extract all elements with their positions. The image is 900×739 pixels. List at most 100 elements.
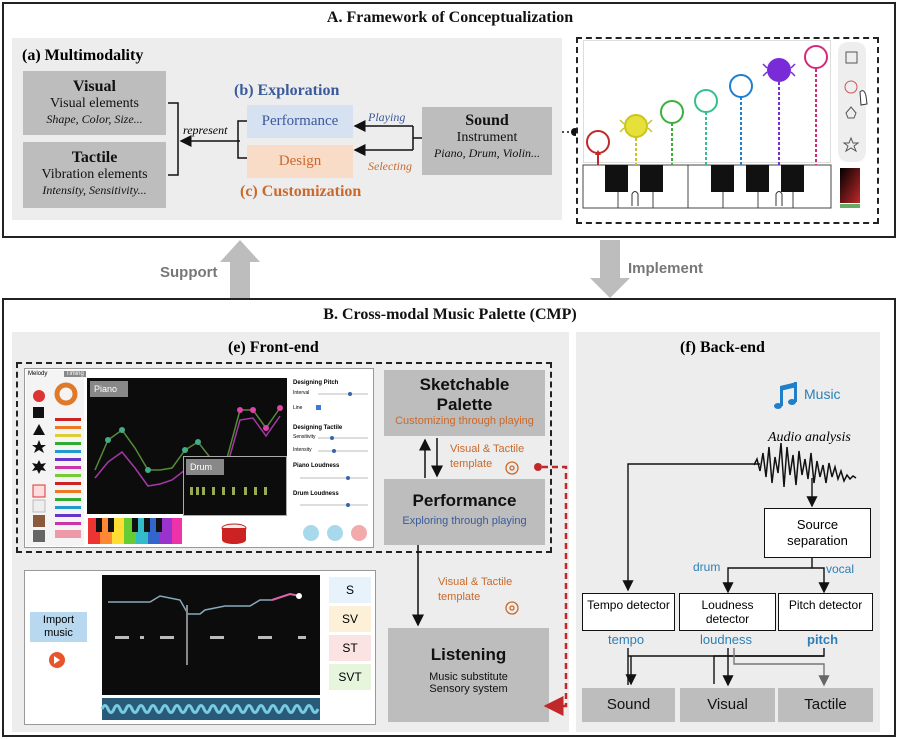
audio-waveform xyxy=(753,442,857,488)
tempo-label: tempo xyxy=(608,632,645,647)
implement-arrow xyxy=(590,240,630,298)
sound-subtitle: Instrument xyxy=(456,130,518,145)
line-label: Line xyxy=(293,405,303,411)
control-panel xyxy=(290,378,372,546)
balloon-yellow xyxy=(624,114,648,138)
template1-line2: template xyxy=(450,458,493,470)
visual-subtitle: Visual elements xyxy=(50,96,139,111)
listening-title: Listening xyxy=(430,645,507,664)
selecting-label: Selecting xyxy=(368,159,412,173)
performance-box: Performance xyxy=(247,105,353,138)
balloon-green xyxy=(660,100,684,124)
sound-box: Sound Instrument Piano, Drum, Violin... xyxy=(422,107,552,175)
cmp-title: B. Cross-modal Music Palette (CMP) xyxy=(323,306,577,323)
star-shape-icon xyxy=(32,440,46,453)
music-note-icon xyxy=(774,382,797,409)
intensity-slider xyxy=(332,449,336,453)
performance-box-cmp: Performance Exploring through playing xyxy=(384,479,545,545)
support-label: Support xyxy=(160,264,218,281)
sketchable-title: Sketchable Palette xyxy=(384,375,545,415)
square-shape-icon xyxy=(33,407,44,418)
sketchable-palette-box: Sketchable Palette Customizing through p… xyxy=(384,370,545,436)
multimodality-title: (a) Multimodality xyxy=(22,47,144,64)
listening-line1: Music substitute xyxy=(429,671,508,683)
loudness-label: loudness xyxy=(700,632,753,647)
color-wheel-icon xyxy=(54,382,78,406)
performance-title-cmp: Performance xyxy=(412,491,517,510)
sound-title: Sound xyxy=(465,112,509,129)
star-tool-icon xyxy=(842,136,860,153)
balloon-pink xyxy=(804,45,828,69)
designing-pitch-label: Designing Pitch xyxy=(293,380,339,386)
template2-line1: Visual & Tactile xyxy=(438,576,513,588)
piano-loudness-slider xyxy=(346,476,350,480)
tactile-box: Tactile Vibration elements Intensity, Se… xyxy=(23,142,166,208)
modality-bracket xyxy=(168,102,179,176)
circle-tool-icon xyxy=(844,80,858,94)
interval-slider xyxy=(348,392,352,396)
sensitivity-label: Sensitivity xyxy=(293,434,316,440)
loudness-detector-box: Loudness detector xyxy=(679,593,776,631)
sketchable-sub: Customizing through playing xyxy=(395,415,534,427)
drum-label: Drum xyxy=(186,459,224,475)
mode-ST[interactable]: ST xyxy=(329,635,371,661)
square-tool-icon xyxy=(845,51,858,64)
color-picker xyxy=(840,168,860,203)
output-tactile-box: Tactile xyxy=(778,688,873,722)
tempo-detector-box: Tempo detector xyxy=(582,593,675,631)
import-music-button[interactable]: Import music xyxy=(30,612,87,642)
backend-title: (f) Back-end xyxy=(680,339,765,356)
waveform-strip xyxy=(100,704,320,714)
mode-S[interactable]: S xyxy=(329,577,371,603)
balloon-teal xyxy=(694,89,718,113)
listening-line2: Sensory system xyxy=(429,683,508,695)
melody-tab[interactable]: Melody xyxy=(28,371,48,377)
interval-label: Interval xyxy=(293,390,310,396)
exploration-title: (b) Exploration xyxy=(234,82,340,99)
import-music-label: Import music xyxy=(42,614,75,639)
sound-detail: Piano, Drum, Violin... xyxy=(433,146,541,160)
visual-title: Visual xyxy=(73,78,116,95)
tempo-detector-label: Tempo detector xyxy=(587,598,670,612)
represent-label: represent xyxy=(183,123,228,137)
design-box: Design xyxy=(247,145,353,178)
output-sound-box: Sound xyxy=(582,688,675,722)
template-label-2: Visual & Tactile template xyxy=(438,575,512,605)
tactile-title: Tactile xyxy=(71,149,118,166)
framework-title: A. Framework of Conceptualization xyxy=(326,9,574,26)
mode-SVT[interactable]: SVT xyxy=(329,664,371,690)
designing-tactile-label: Designing Tactile xyxy=(293,425,343,431)
player-visual-canvas[interactable] xyxy=(102,575,320,695)
timing-tab[interactable]: Timing xyxy=(64,371,86,377)
gear-icon-2 xyxy=(505,601,519,615)
frontend-title: (e) Front-end xyxy=(228,339,319,356)
palette-word: Palette xyxy=(436,395,493,414)
vocal-branch-label: vocal xyxy=(826,562,855,576)
balloon-blue xyxy=(729,74,753,98)
triangle-shape-icon xyxy=(33,424,45,435)
template-flow-arrow xyxy=(542,465,568,716)
implement-label: Implement xyxy=(628,260,704,277)
playing-label: Playing xyxy=(368,110,406,124)
drum-canvas[interactable] xyxy=(183,456,287,516)
balloon-purple xyxy=(767,58,791,82)
support-arrow xyxy=(220,240,260,298)
customization-title: (c) Customization xyxy=(240,183,362,200)
drum-branch-label: drum xyxy=(693,560,721,574)
sketchable-word: Sketchable xyxy=(419,375,510,394)
tactile-detail: Intensity, Sensitivity... xyxy=(42,183,147,197)
intensity-label: Intensity xyxy=(293,447,312,453)
visual-detail: Shape, Color, Size... xyxy=(46,112,143,126)
download-button xyxy=(303,525,319,541)
loudness-detector-label: Loudness detector xyxy=(701,598,754,626)
line-checkbox xyxy=(316,405,321,410)
mode-SV[interactable]: SV xyxy=(329,606,371,632)
performance-sub-cmp: Exploring through playing xyxy=(402,515,527,527)
hand-cursor-icon xyxy=(859,90,868,106)
output-visual-label: Visual xyxy=(707,696,748,713)
